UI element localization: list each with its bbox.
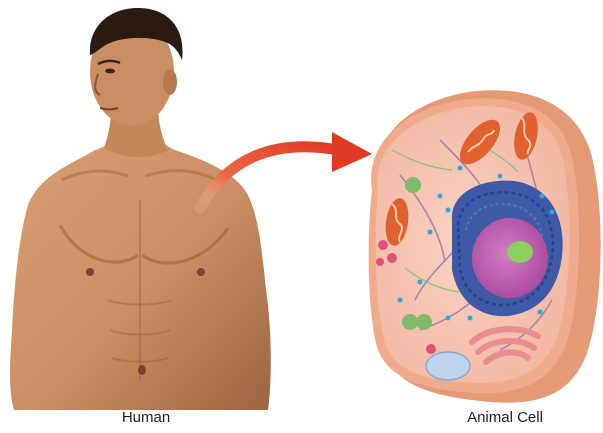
eye bbox=[105, 69, 115, 74]
vacuole bbox=[426, 352, 470, 380]
navel bbox=[138, 365, 146, 375]
human-label: Human bbox=[90, 407, 202, 429]
animal-cell bbox=[369, 90, 601, 402]
nipple-left bbox=[86, 268, 94, 276]
nucleolus bbox=[507, 241, 533, 263]
human-figure bbox=[10, 8, 271, 410]
nipple-right bbox=[197, 268, 205, 276]
animal-cell-label: Animal Cell bbox=[430, 407, 580, 429]
ear bbox=[163, 69, 177, 95]
